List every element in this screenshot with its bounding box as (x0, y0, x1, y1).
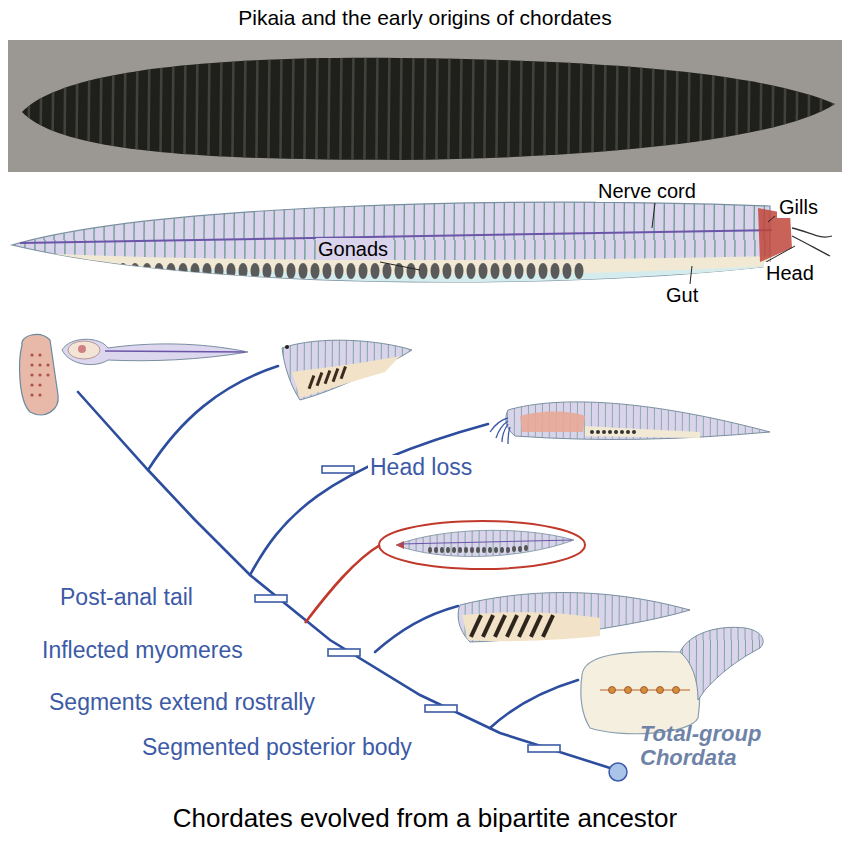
part-label: Gills (777, 196, 820, 218)
trait-label: Inflected myomeres (40, 638, 245, 663)
trait-label: Post-anal tail (58, 585, 195, 610)
caption: Chordates evolved from a bipartite ances… (0, 804, 850, 833)
trait-label: Head loss (368, 455, 474, 480)
title: Pikaia and the early origins of chordate… (0, 6, 850, 29)
clade-label: Total-group Chordata (640, 722, 810, 770)
part-label: Gut (664, 284, 700, 306)
part-label: Nerve cord (596, 180, 698, 202)
trait-label: Segments extend rostrally (47, 690, 317, 715)
part-label: Gonads (316, 238, 390, 260)
trait-label: Segmented posterior body (140, 735, 414, 760)
part-label: Head (764, 262, 816, 284)
